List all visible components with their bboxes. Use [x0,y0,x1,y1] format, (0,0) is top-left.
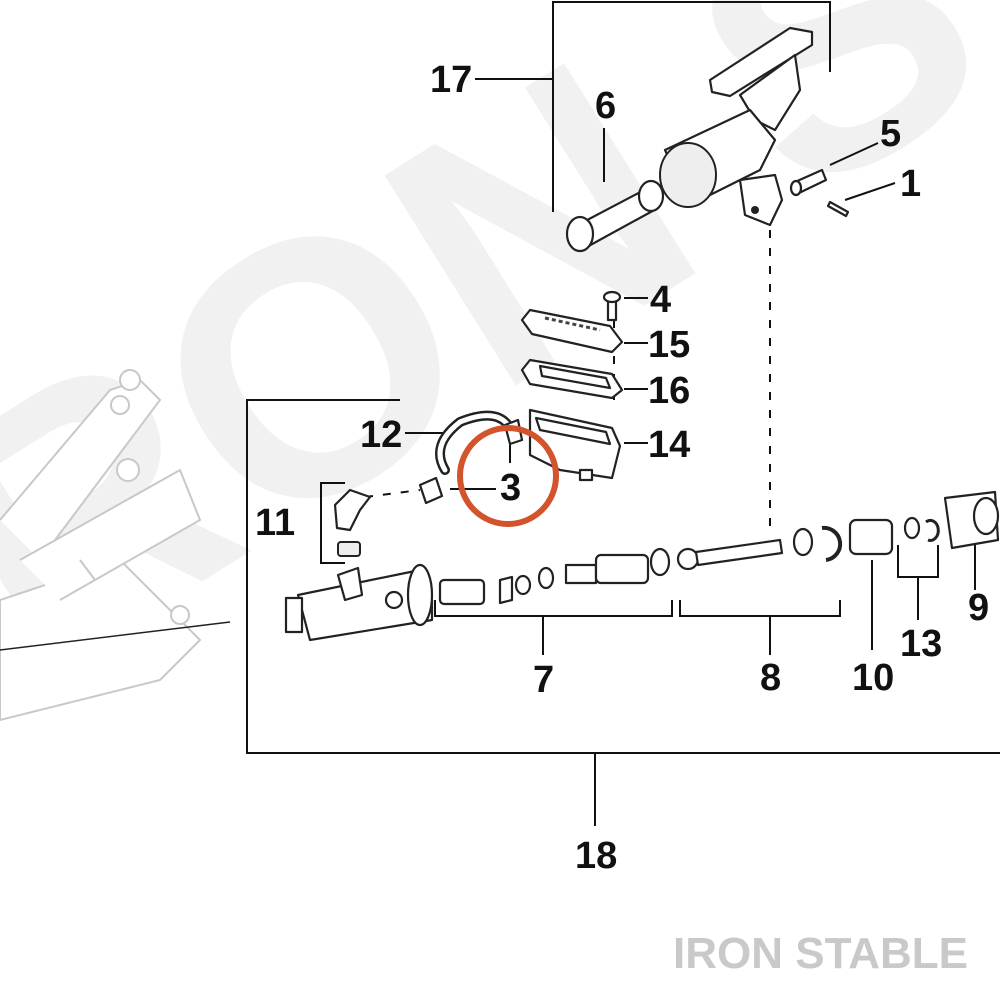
callout-14: 14 [648,424,690,466]
callout-16: 16 [648,370,690,412]
callout-11: 11 [255,502,295,544]
bracket-11 [320,482,345,564]
brake-pedal [659,26,814,227]
pushrod-8 [676,538,784,571]
elbow-fitting [333,488,372,557]
callout-4: 4 [650,279,671,321]
clevis-pin [789,168,828,197]
bracket-13 [897,545,939,578]
callout-13: 13 [900,623,942,665]
master-cylinder [284,563,434,642]
bracket-7 [434,600,673,617]
callout-1: 1 [900,163,921,205]
cotter-pin [826,200,850,218]
callout-labels: 17 6 5 1 4 15 16 14 12 3 11 7 8 10 13 9 … [255,59,989,877]
spring-and-rings [792,490,1000,562]
callout-8: 8 [760,657,781,699]
callout-6: 6 [595,85,616,127]
callout-18: 18 [575,835,617,877]
reservoir-gasket [520,358,624,400]
bracket-8 [679,600,841,617]
callout-3: 3 [500,467,521,509]
callout-15: 15 [648,324,690,366]
piston-kit-7 [438,547,671,606]
callout-17: 17 [430,59,472,101]
callout-12: 12 [360,414,402,456]
brand-logo-text: IRON STABLE [673,929,968,978]
cover-screw [602,290,622,322]
callout-5: 5 [880,113,901,155]
highlight-circle [457,425,559,527]
callout-9: 9 [968,587,989,629]
reservoir-cover [520,308,624,354]
hose [435,410,513,475]
bracket-17 [475,1,831,212]
frame-ghost [0,369,231,722]
callout-10: 10 [852,657,894,699]
bracket-18 [246,399,1000,826]
bushing [565,179,665,253]
callout-7: 7 [533,659,554,701]
